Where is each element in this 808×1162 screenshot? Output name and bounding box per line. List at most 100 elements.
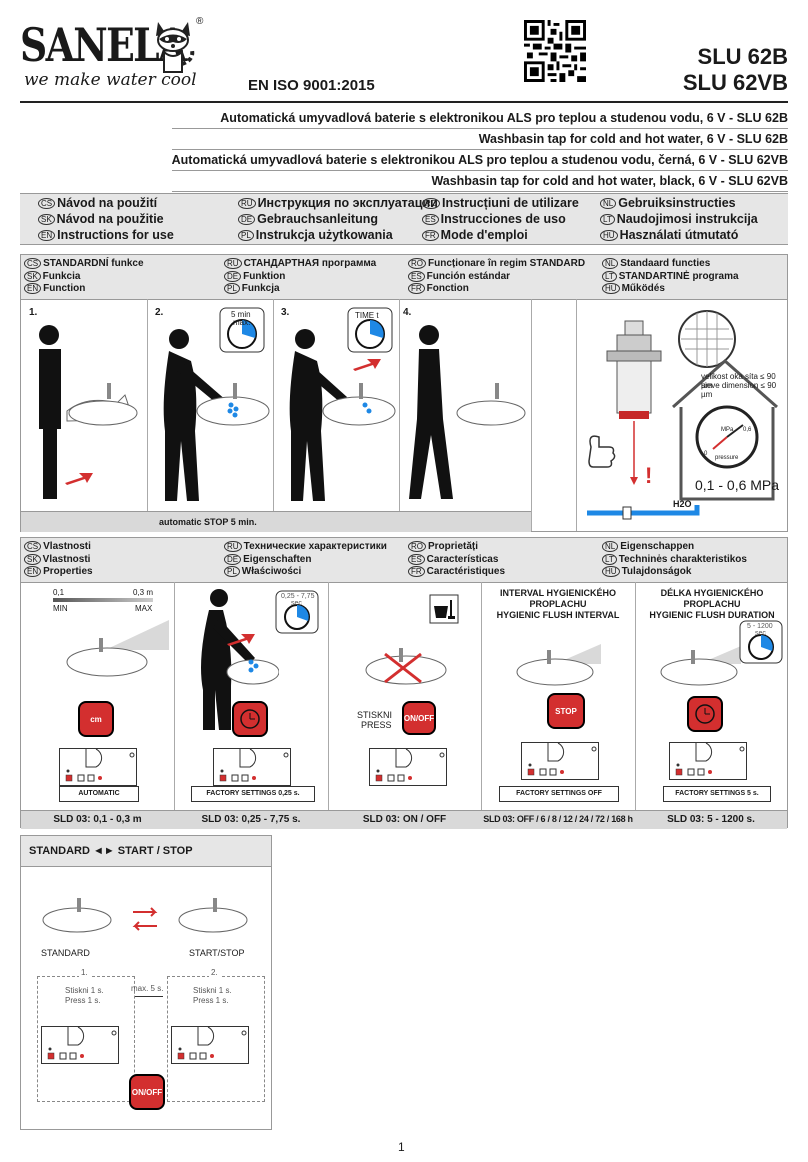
stop-button[interactable]: STOP xyxy=(547,693,585,729)
timer-button[interactable] xyxy=(232,701,268,737)
pressure-range: 0,1 - 0,6 MPa xyxy=(695,477,780,493)
controller-diagram-icon xyxy=(65,748,135,782)
raccoon-logo-icon xyxy=(156,22,195,73)
manual-text: Návod na použití xyxy=(57,196,158,210)
lang-code-badge: RO xyxy=(408,541,426,552)
range-min-label: MIN xyxy=(53,604,68,613)
function-text: Funktion xyxy=(243,270,286,282)
property-text: Технические характеристики xyxy=(243,541,387,553)
function-text: STANDARTINĖ programa xyxy=(618,270,739,282)
lang-code-badge: PL xyxy=(224,566,240,577)
property-text: Techninės charakteristikos xyxy=(618,553,747,565)
sieve-size-cs: velikost oka síta ≤ 90 µm xyxy=(701,372,776,390)
cm-button[interactable]: cm xyxy=(78,701,114,737)
lang-code-badge: LT xyxy=(602,553,617,565)
page-number: 1 xyxy=(398,1140,405,1154)
sink-startstop-icon xyxy=(178,898,248,933)
sld-2: SLD 03: 0,25 - 7,75 s. xyxy=(201,814,301,825)
lang-code-badge: DE xyxy=(224,270,242,282)
lang-code-badge: FR xyxy=(408,283,425,294)
function-text: Fonction xyxy=(426,283,469,295)
timer-range-icon xyxy=(275,590,319,634)
lang-code-badge: CS xyxy=(24,258,42,269)
function-text: Function xyxy=(43,283,86,295)
controller-4 xyxy=(521,742,599,780)
gauge-max: 0,6 xyxy=(743,427,752,433)
controller-diagram-icon xyxy=(219,748,289,782)
duration-button[interactable] xyxy=(687,696,723,732)
factory-settings-1: FACTORY SETTINGS 0,25 s. xyxy=(191,786,315,802)
step-num-2: 2. xyxy=(209,968,220,977)
property-text: Eigenschappen xyxy=(620,541,695,553)
duration-title-1: DÉLKA HYGIENICKÉHO xyxy=(660,588,764,598)
timer-t-icon xyxy=(347,307,393,353)
lang-code-badge: CS xyxy=(38,198,56,210)
washing-hands-icon xyxy=(163,329,270,501)
step-2-label: 2. xyxy=(155,307,164,318)
function-text: Működés xyxy=(621,283,665,295)
property-text: Caractéristiques xyxy=(426,566,506,578)
sieve-size-en: sieve dimension ≤ 90 µm xyxy=(701,381,777,399)
title-line-3: Automatická umyvadlová baterie s elektro… xyxy=(171,150,788,171)
lang-code-badge: DE xyxy=(238,214,256,226)
clock-icon xyxy=(240,709,260,729)
lang-code-badge: RU xyxy=(238,198,256,210)
lang-code-badge: FR xyxy=(408,566,425,577)
mode-header: STANDARD ◄► START / STOP xyxy=(21,836,271,867)
step-num-1: 1. xyxy=(79,968,90,977)
lang-code-badge: EN xyxy=(24,566,42,577)
lang-code-badge: FR xyxy=(422,230,439,242)
qr-code-icon xyxy=(524,20,586,82)
sld-bar: SLD 03: 0,1 - 0,3 m SLD 03: 0,25 - 7,75 … xyxy=(21,810,787,829)
model-2: SLU 62VB xyxy=(682,70,788,95)
manual-text: Instrukcja użytkowania xyxy=(255,228,393,242)
manual-text: Návod na použitie xyxy=(56,212,164,226)
lang-code-badge: NL xyxy=(602,258,619,269)
sink-standard-icon xyxy=(42,898,112,933)
timer-duration-icon xyxy=(739,620,783,664)
standard-label: STANDARD xyxy=(41,948,90,958)
title-line-1: Automatická umyvadlová baterie s elektro… xyxy=(171,108,788,129)
auto-stop-bar: automatic STOP 5 min. xyxy=(21,511,531,532)
interval-title-3: HYGIENIC FLUSH INTERVAL xyxy=(496,610,620,620)
gauge-zero: 0 xyxy=(704,451,708,457)
controller-2 xyxy=(213,748,291,786)
duration-title-2: PROPLACHU xyxy=(683,599,741,609)
press-cs-1: Stiskni 1 s. xyxy=(65,986,104,995)
duration-unit: sec xyxy=(755,630,766,637)
standing-person-icon xyxy=(39,325,138,499)
lang-code-badge: HU xyxy=(602,566,620,577)
max-time-arrow xyxy=(135,996,163,997)
mode-onoff-button[interactable]: ON/OFF xyxy=(129,1074,165,1110)
filter-diagram xyxy=(587,310,778,520)
lang-code-badge: HU xyxy=(600,230,618,242)
property-text: Eigenschaften xyxy=(243,553,312,565)
function-text: Funkcia xyxy=(42,270,81,282)
auto-stop-text: automatic STOP 5 min. xyxy=(159,517,257,527)
sld-3: SLD 03: ON / OFF xyxy=(362,814,447,825)
lang-code-badge: LT xyxy=(600,214,615,226)
manual-text: Naudojimosi instrukcija xyxy=(616,212,758,226)
range-min-value: 0,1 xyxy=(53,588,65,597)
property-text: Właściwości xyxy=(241,566,302,578)
manual-text: Gebruiksinstructies xyxy=(618,196,736,210)
onoff-button[interactable]: ON/OFF xyxy=(402,701,436,735)
manual-text: Instrucțiuni de utilizare xyxy=(442,196,579,210)
header-rule xyxy=(20,101,788,103)
function-text: Standaard functies xyxy=(620,258,711,270)
factory-settings-2: FACTORY SETTINGS OFF xyxy=(499,786,619,802)
